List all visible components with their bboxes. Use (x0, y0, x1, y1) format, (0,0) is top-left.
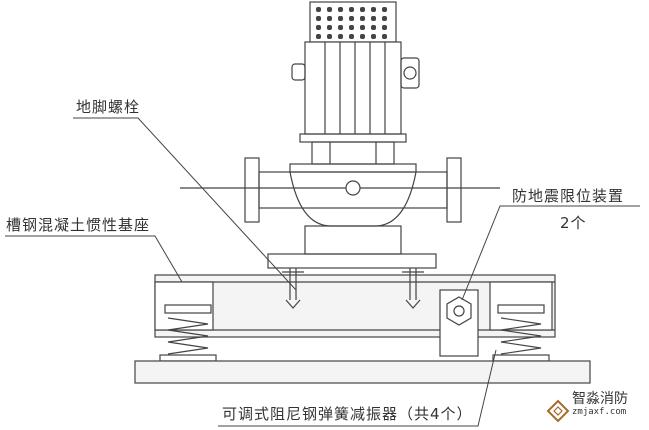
vent-dot (382, 34, 387, 39)
label-seismic-limiter-count: 2个 (560, 214, 587, 232)
vent-dot (327, 25, 332, 30)
watermark-url: zmjaxf.com (572, 407, 627, 417)
watermark: 智淼消防 zmjaxf.com (572, 391, 628, 418)
vent-dot (360, 16, 365, 21)
inertia-base (154, 268, 556, 338)
coupling-housing (289, 133, 417, 173)
pump-pedestal (267, 225, 437, 269)
label-seismic-limiter: 防地震限位装置 (512, 187, 625, 205)
vent-dot (382, 25, 387, 30)
vent-dot (338, 16, 343, 21)
vent-dot (316, 16, 321, 21)
vent-dot (349, 7, 354, 12)
label-anchor-bolt: 地脚螺栓 (76, 98, 141, 116)
vent-dot (349, 25, 354, 30)
watermark-logo-icon (546, 399, 570, 423)
vent-dot (371, 34, 376, 39)
vent-dot (360, 25, 365, 30)
vent-dot (338, 7, 343, 12)
vent-dot (371, 25, 376, 30)
vent-dot (371, 16, 376, 21)
leader-lines (5, 117, 640, 427)
floor-slab (134, 360, 591, 384)
vent-dot (338, 34, 343, 39)
vent-dot (349, 34, 354, 39)
seismic-limiter (439, 289, 479, 357)
vent-dot (316, 7, 321, 12)
motor (291, 1, 420, 135)
vent-dot (349, 16, 354, 21)
vent-dot (327, 7, 332, 12)
vent-dot (327, 16, 332, 21)
vent-dot (316, 25, 321, 30)
label-spring-isolator: 可调式阻尼钢弹簧减振器（共4个） (222, 405, 473, 423)
vent-dot (327, 34, 332, 39)
vent-dot (338, 25, 343, 30)
label-inertia-base: 槽钢混凝土惯性基座 (6, 216, 151, 234)
pump-body (180, 157, 500, 227)
vent-dot (371, 7, 376, 12)
vent-dot (382, 7, 387, 12)
watermark-name: 智淼消防 (572, 391, 628, 407)
vent-dot (382, 16, 387, 21)
vent-dot (316, 34, 321, 39)
vent-dot (360, 7, 365, 12)
vent-dot (360, 34, 365, 39)
